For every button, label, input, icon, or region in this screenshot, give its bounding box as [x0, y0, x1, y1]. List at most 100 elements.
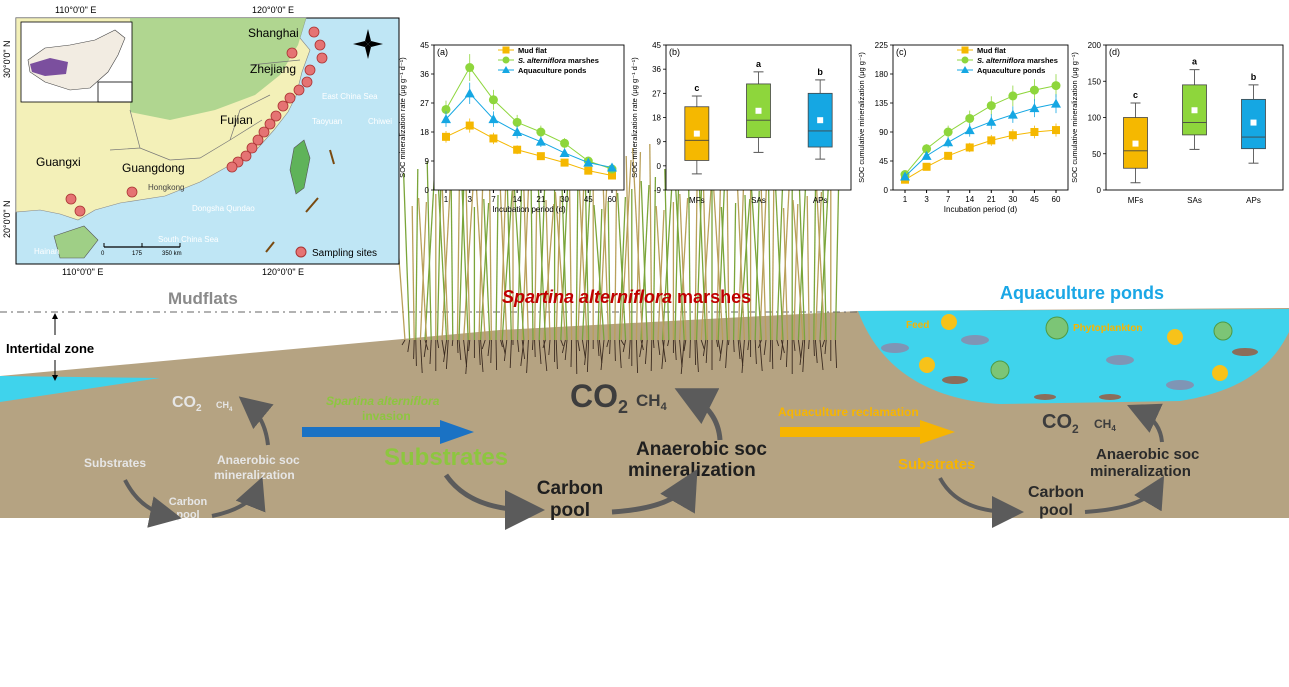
shrimp-icon — [1099, 394, 1121, 400]
y-tick-label: 0 — [884, 186, 889, 195]
grass-root — [679, 339, 683, 368]
mean-marker — [1250, 119, 1257, 126]
grass-root — [555, 339, 558, 370]
grass-blade — [720, 206, 729, 341]
grass-root — [614, 339, 616, 362]
feed-label: Feed — [906, 320, 929, 331]
grass-blade — [694, 189, 698, 341]
grass-root — [622, 339, 627, 353]
y-axis-label: SOC mineralization rate (μg g⁻¹ d⁻¹) — [630, 57, 639, 178]
ch4-label: CH4 — [216, 400, 233, 413]
grass-blade — [739, 198, 751, 341]
cycle-arrow — [443, 473, 545, 530]
reclamation-arrow — [780, 420, 955, 444]
x-tick-label: 21 — [987, 195, 996, 204]
data-point — [943, 137, 954, 147]
invasion-label-species: Spartina alterniflora — [326, 394, 440, 408]
cycle-arrow — [238, 396, 274, 446]
grass-root — [776, 339, 780, 347]
feed-pellet-icon — [919, 357, 935, 373]
data-point — [1052, 126, 1060, 135]
scale-label-350: 350 km — [162, 251, 182, 257]
y-tick-label: 9 — [657, 138, 662, 147]
grass-root — [821, 339, 826, 348]
grass-root — [509, 339, 512, 369]
grass-root — [415, 339, 417, 367]
data-point — [987, 136, 996, 145]
sampling-site-marker — [65, 193, 77, 205]
grass-blade — [426, 160, 432, 341]
grass-root — [503, 339, 508, 362]
map-panel: 110°0'0" E 120°0'0" E 110°0'0" E 120°0'0… — [2, 5, 400, 277]
legend-label: Aquaculture ponds — [518, 66, 586, 75]
ch4-label: CH4 — [1094, 417, 1116, 433]
grass-root — [674, 339, 677, 361]
shrimp-icon — [1232, 348, 1258, 356]
place-hongkong: Hongkong — [148, 183, 184, 192]
data-point — [584, 166, 593, 175]
sampling-site-marker — [308, 26, 320, 38]
grass-blade — [417, 197, 428, 341]
sampling-sites — [65, 26, 328, 217]
data-point — [536, 152, 545, 161]
grass-root — [737, 339, 741, 360]
grass-root — [401, 339, 406, 346]
sampling-site-marker — [293, 84, 305, 96]
grass-root — [548, 339, 551, 356]
data-point — [1008, 131, 1017, 140]
data-point — [1029, 103, 1040, 113]
grass-blade — [577, 183, 585, 341]
grass-root — [600, 339, 605, 371]
grass-blade — [664, 168, 670, 341]
grass-root — [739, 339, 744, 367]
province-boundary — [109, 59, 301, 161]
mean-marker — [1132, 140, 1139, 147]
data-point — [464, 88, 475, 98]
grass-blade — [607, 200, 611, 341]
data-point — [441, 114, 451, 124]
substrates-label: Substrates — [384, 444, 508, 471]
legend-label: S. alterniflora marshes — [518, 56, 599, 65]
grass-root — [705, 339, 708, 364]
ch4-label: CH4 — [636, 391, 668, 413]
grass-blade — [625, 155, 631, 341]
sampling-site-marker — [252, 134, 264, 146]
x-tick-label: 60 — [608, 195, 617, 204]
place-guangdong: Guangdong — [122, 161, 185, 175]
y-tick-label: 45 — [420, 41, 429, 50]
place-south-china-sea: South China Sea — [158, 235, 219, 244]
shrimp-icon — [942, 376, 968, 384]
cycle-arrow — [123, 479, 182, 528]
pond-organisms — [881, 314, 1258, 400]
grass-root — [700, 339, 705, 350]
x-tick-label: 14 — [965, 195, 974, 204]
sampling-site-marker — [264, 118, 276, 130]
significance-letter: b — [1251, 72, 1257, 82]
grass-blade — [792, 199, 804, 341]
y-tick-label: 135 — [875, 99, 889, 108]
data-point — [465, 121, 474, 130]
grass-blade — [419, 201, 428, 341]
feed-pellet-icon — [941, 314, 957, 330]
legend-site-marker — [295, 246, 307, 258]
grass-root — [441, 339, 445, 356]
x-tick-label: SAs — [751, 196, 766, 205]
grass-root — [824, 339, 827, 355]
boundary-dash — [265, 241, 275, 253]
grass-root — [413, 339, 415, 360]
grass-root — [802, 339, 806, 373]
sampling-site-marker — [284, 92, 296, 104]
grass-root — [458, 339, 462, 361]
reclamation-label: Aquaculture reclamation — [778, 405, 919, 419]
x-tick-label: 45 — [1030, 195, 1039, 204]
grass-root — [606, 339, 610, 348]
grass-root — [741, 339, 745, 374]
sampling-site-marker — [316, 52, 328, 64]
scale-label-0: 0 — [101, 251, 105, 257]
grass-root — [521, 339, 526, 360]
y-axis-label: SOC mineralization rate (μg g⁻¹ d⁻¹) — [398, 57, 407, 178]
grass-root — [419, 339, 423, 374]
x-tick-label: 14 — [513, 195, 522, 204]
